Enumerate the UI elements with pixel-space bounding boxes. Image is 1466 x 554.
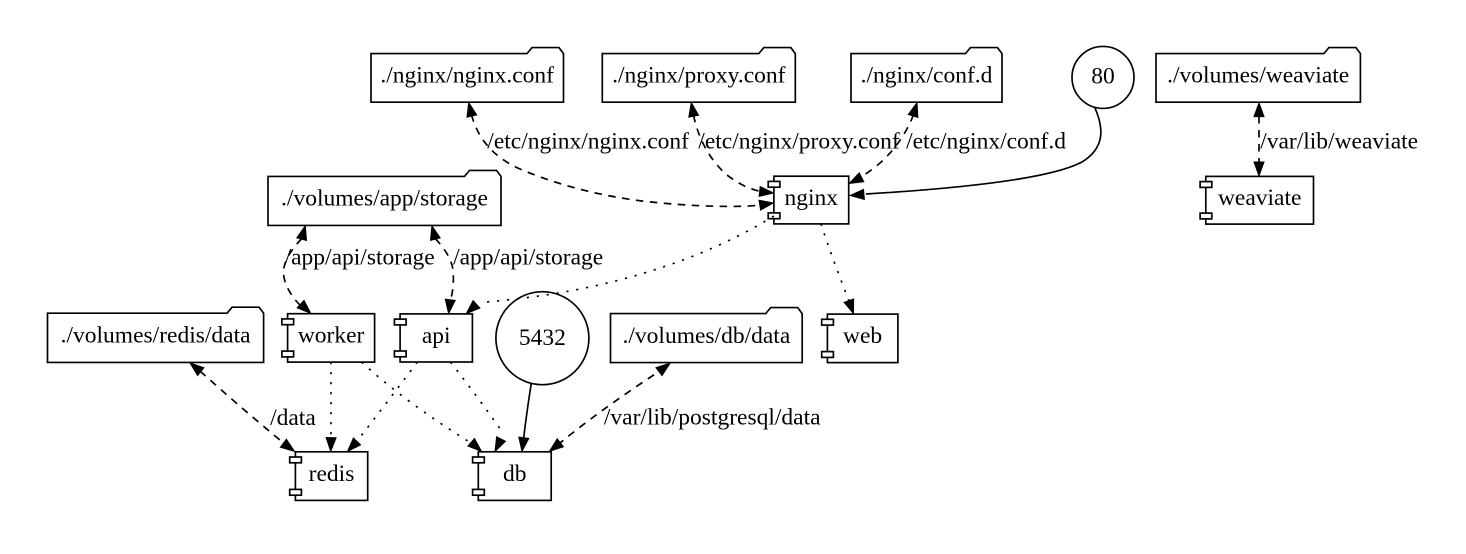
svg-text:/var/lib/postgresql/data: /var/lib/postgresql/data (604, 404, 821, 430)
svg-text:/etc/nginx/conf.d: /etc/nginx/conf.d (906, 129, 1066, 155)
svg-text:./volumes/app/storage: ./volumes/app/storage (281, 186, 488, 212)
svg-text:./volumes/weaviate: ./volumes/weaviate (1167, 63, 1349, 89)
svg-text:/app/api/storage: /app/api/storage (453, 245, 603, 271)
svg-text:redis: redis (309, 461, 355, 487)
svg-text:/data: /data (270, 405, 316, 431)
svg-text:/app/api/storage: /app/api/storage (285, 245, 435, 271)
svg-text:worker: worker (298, 323, 365, 349)
svg-text:./nginx/nginx.conf: ./nginx/nginx.conf (380, 63, 554, 89)
svg-text:/etc/nginx/nginx.conf: /etc/nginx/nginx.conf (487, 129, 689, 155)
svg-text:db: db (503, 461, 527, 487)
svg-text:./nginx/proxy.conf: ./nginx/proxy.conf (612, 63, 786, 89)
svg-text:./volumes/db/data: ./volumes/db/data (623, 323, 791, 349)
svg-text:5432: 5432 (519, 325, 566, 351)
svg-text:80: 80 (1091, 64, 1115, 90)
svg-text:/var/lib/weaviate: /var/lib/weaviate (1260, 128, 1418, 154)
svg-text:/etc/nginx/proxy.conf: /etc/nginx/proxy.conf (698, 129, 900, 155)
svg-text:weaviate: weaviate (1218, 185, 1302, 211)
svg-text:web: web (843, 323, 882, 349)
svg-text:./volumes/redis/data: ./volumes/redis/data (61, 323, 251, 349)
svg-text:./nginx/conf.d: ./nginx/conf.d (861, 63, 993, 89)
svg-text:api: api (422, 323, 451, 349)
svg-text:nginx: nginx (785, 185, 839, 211)
